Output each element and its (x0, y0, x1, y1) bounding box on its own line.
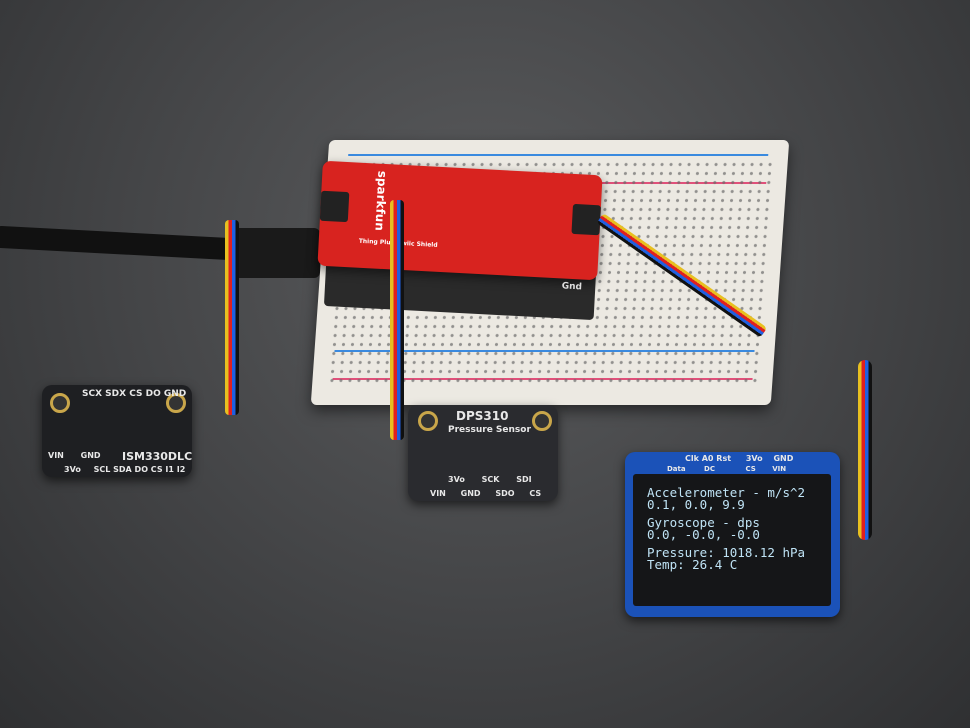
imu-pin-label: I2 (176, 465, 186, 474)
dps-pin-label: 3Vo (448, 475, 465, 484)
imu-pin-label: I1 (165, 465, 174, 474)
imu-chip-name: ISM330DLC (122, 450, 193, 463)
oled-line: Pressure: 1018.12 hPa (647, 545, 806, 560)
imu-pin-label: CS (150, 465, 163, 474)
dps-pin-label: SCK (481, 475, 500, 484)
qwiic-connector-left (319, 190, 350, 223)
oled-pin-label: CS (745, 465, 756, 473)
imu-pin-label: SDA (113, 465, 132, 474)
dps-pin-label: GND (460, 489, 481, 498)
dps-pin-label: SDI (516, 475, 532, 484)
imu-pin-label: VIN (48, 451, 64, 460)
oled-line: Gyroscope - dps (647, 515, 760, 530)
dps-pin-label: VIN (430, 489, 446, 498)
gnd-label: Gnd (561, 281, 583, 293)
oled-display-board: Clk A0 Rst 3Vo GND Data DC CS VIN Accele… (625, 452, 840, 617)
dps-pin-label: SDO (495, 489, 515, 498)
oled-pin-label: VIN (772, 465, 787, 473)
oled-pin-label: Rst (716, 454, 732, 463)
oled-screen: Accelerometer - m/s^2 0.1, 0.0, 9.9 Gyro… (633, 474, 831, 606)
imu-pin-label: GND (80, 451, 101, 460)
imu-pin-label: SDX (105, 389, 127, 399)
oled-pin-label: Data (667, 465, 686, 473)
dps310-board: DPS310 Pressure Sensor 3Vo SCK SDI VIN G… (408, 405, 558, 501)
imu-pin-label: SCX (82, 389, 103, 399)
imu-pin-label: GND (163, 389, 187, 399)
qwiic-cable-oled (858, 360, 872, 540)
oled-line: 0.1, 0.0, 9.9 (647, 497, 745, 512)
dps310-title: DPS310 (456, 409, 509, 423)
ism330dlc-board: SCX SDX CS DO GND ISM330DLC VIN GND 3Vo … (42, 385, 192, 477)
oled-pin-label: Clk (685, 454, 699, 463)
sparkfun-qwiic-shield: sparkfun Thing Plus Qwiic Shield Gnd (317, 160, 603, 292)
dps-pin-label: CS (529, 489, 542, 498)
qwiic-cable-imu (225, 220, 239, 415)
oled-line: 0.0, -0.0, -0.0 (647, 527, 760, 542)
imu-pin-label: DO (145, 389, 161, 399)
usb-connector (225, 228, 320, 278)
oled-pin-label: DC (704, 465, 715, 473)
oled-pin-label: A0 (701, 454, 714, 463)
oled-line: Accelerometer - m/s^2 (647, 485, 806, 500)
imu-pin-label: CS (129, 389, 143, 399)
qwiic-cable-dps (390, 200, 404, 440)
usb-cable (0, 225, 241, 261)
oled-line: Temp: 26.4 C (647, 557, 738, 572)
imu-pin-label: DO (134, 465, 148, 474)
oled-pin-label: GND (773, 454, 794, 463)
qwiic-connector-right (571, 203, 601, 236)
sparkfun-logo: sparkfun (372, 170, 390, 232)
imu-pin-label: 3Vo (64, 465, 81, 474)
imu-pin-label: SCL (93, 465, 111, 474)
oled-pin-label: 3Vo (745, 454, 763, 463)
dps310-subtitle: Pressure Sensor (448, 425, 531, 435)
